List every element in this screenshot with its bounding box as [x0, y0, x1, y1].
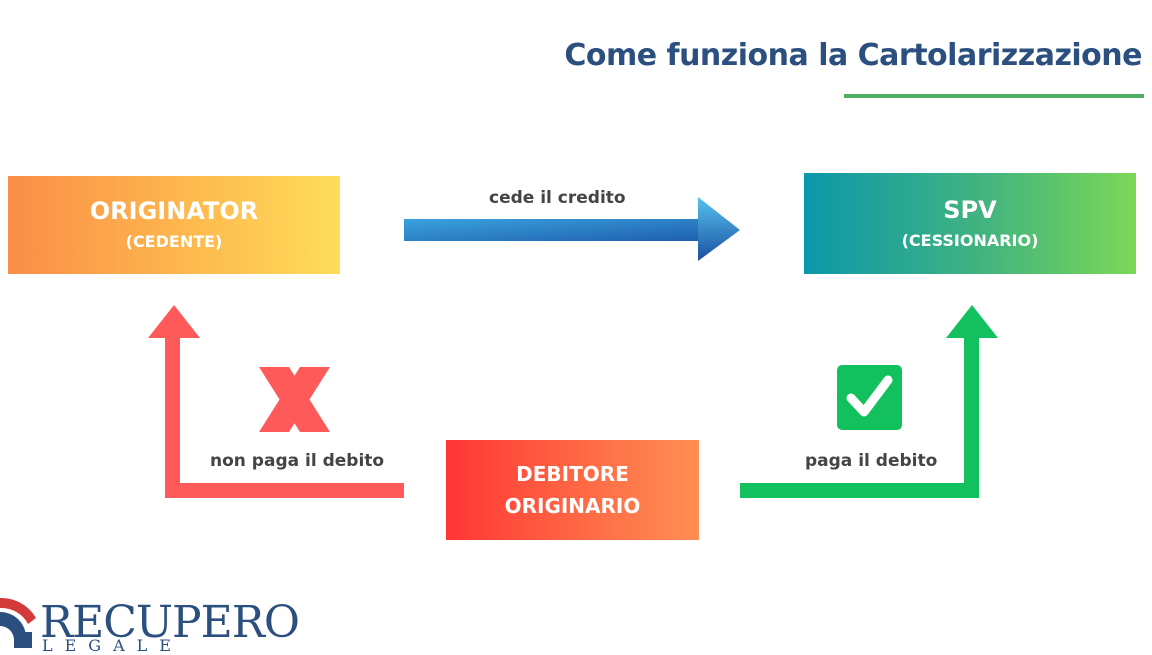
- debitore-line1: DEBITORE: [516, 462, 629, 486]
- logo-name: RECUPERO: [40, 597, 300, 648]
- paga-label: paga il debito: [805, 451, 938, 471]
- title-underline: [844, 94, 1144, 98]
- x-mark-icon: [259, 367, 330, 432]
- cede-label: cede il credito: [489, 188, 626, 208]
- logo-subtitle: LEGALE: [42, 636, 183, 655]
- debitore-line2: ORIGINARIO: [504, 494, 641, 518]
- spv-box: SPV (CESSIONARIO): [804, 173, 1136, 274]
- debitore-box: DEBITORE ORIGINARIO: [446, 440, 699, 540]
- logo-mark-icon: [0, 597, 36, 648]
- non-paga-label: non paga il debito: [210, 451, 385, 471]
- spv-label: SPV: [943, 195, 997, 224]
- cede-arrow: [404, 197, 740, 261]
- spv-sublabel: (CESSIONARIO): [901, 230, 1039, 250]
- page-title: Come funziona la Cartolarizzazione: [564, 38, 1142, 73]
- originator-label: ORIGINATOR: [89, 197, 259, 225]
- originator-box: ORIGINATOR (CEDENTE): [8, 176, 340, 274]
- originator-sublabel: (CEDENTE): [125, 232, 223, 251]
- non-paga-arrow: [148, 305, 404, 498]
- check-box-icon: [837, 365, 902, 430]
- paga-arrow: [740, 305, 998, 498]
